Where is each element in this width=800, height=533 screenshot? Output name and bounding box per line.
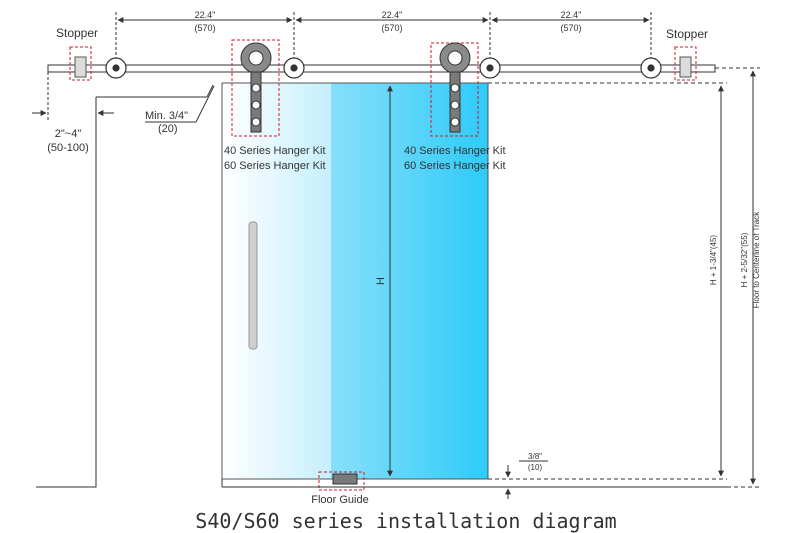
floor-gap-mm: (10): [528, 463, 543, 472]
spacing-2-mm: (570): [381, 23, 402, 33]
hanger-left-line1: 40 Series Hanger Kit: [224, 145, 326, 157]
spacing-1-mm: (570): [194, 23, 215, 33]
spacing-2-in: 22.4": [382, 10, 403, 20]
min-clearance-mm: (20): [158, 123, 178, 135]
spacing-dimension-lines: [115, 12, 652, 58]
dim-floor-track-sub: Floor to Centerline of Track: [752, 211, 761, 308]
hanger-right-line2: 60 Series Hanger Kit: [404, 160, 506, 172]
min-clearance-leader: [145, 85, 215, 123]
dim-h-plus-label: H + 1-3/4"(45): [709, 235, 718, 286]
right-dimension-lines: [488, 67, 760, 485]
glass-door-panel: [221, 82, 489, 480]
hanger-right-line1: 40 Series Hanger Kit: [404, 145, 506, 157]
wall-gap-mm: (50-100): [47, 142, 89, 154]
stopper-right-label: Stopper: [666, 27, 708, 41]
dim-floor-track-label: H + 2-5/32"(55): [740, 232, 749, 287]
min-clearance-in: Min. 3/4": [145, 110, 188, 122]
handle-icon: [248, 221, 258, 350]
stopper-icon: [69, 46, 697, 81]
floor-guide-icon: [318, 471, 365, 491]
floor-gap-dimension: [505, 460, 548, 499]
floor-gap-in: 3/8": [528, 452, 542, 461]
spacing-3-in: 22.4": [561, 10, 582, 20]
stopper-left-label: Stopper: [56, 26, 98, 40]
spacing-3-mm: (570): [560, 23, 581, 33]
floor-guide-label: Floor Guide: [311, 494, 368, 506]
door-height-label: H: [375, 277, 387, 285]
wall-gap-dimension: [32, 72, 114, 120]
spacing-1-in: 22.4": [195, 10, 216, 20]
wall-gap-in: 2"~4": [55, 128, 82, 140]
hanger-left-line2: 60 Series Hanger Kit: [224, 160, 326, 172]
labels: Stopper Stopper 22.4" (570) 22.4" (570) …: [47, 10, 761, 533]
hanger-wheel-icon: [231, 39, 479, 137]
diagram-title: S40/S60 series installation diagram: [195, 509, 616, 533]
track-rail: [47, 64, 716, 73]
floor-line: [221, 478, 760, 488]
